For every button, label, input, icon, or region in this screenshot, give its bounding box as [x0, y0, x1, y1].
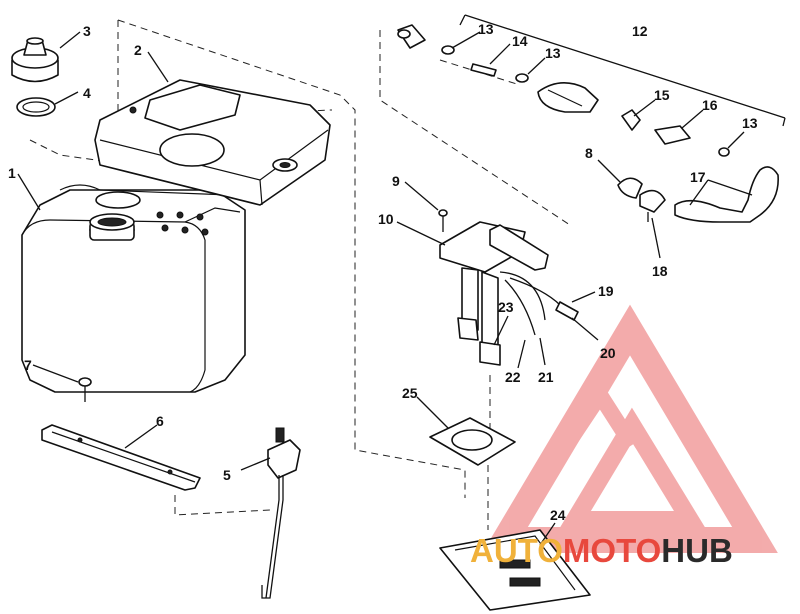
- tank-mounting-holes: [156, 211, 209, 236]
- callout-4: 4: [83, 85, 91, 101]
- callout-18: 18: [652, 263, 668, 279]
- logo-inner-triangle: [559, 407, 707, 529]
- callout-13-c: 13: [742, 115, 758, 131]
- callout-25: 25: [402, 385, 418, 401]
- mounting-bracket-part-6: [41, 424, 201, 491]
- callout-10: 10: [378, 211, 394, 227]
- fuel-gauge-part-5: [261, 427, 301, 599]
- leader-lines: [17, 31, 753, 546]
- plate-part-24: [439, 529, 591, 611]
- callout-17: 17: [690, 169, 706, 185]
- callout-7: 7: [24, 357, 32, 373]
- fuel-line-kit-part-12: [397, 14, 786, 223]
- tank-cover-part-2: [94, 79, 331, 206]
- cap-gasket-part-4: [16, 97, 56, 117]
- callout-3: 3: [83, 23, 91, 39]
- svg-text:AUTOMOTOHUB: AUTOMOTOHUB: [470, 532, 733, 569]
- callout-13-b: 13: [545, 45, 561, 61]
- watermark-text: AUTOMOTOHUB: [470, 532, 733, 569]
- callout-labels: 3 4 2 1 7 6 5 9 10 13 14 13 12 15 16 13 …: [8, 21, 758, 523]
- callout-13-a: 13: [478, 21, 494, 37]
- callout-14: 14: [512, 33, 528, 49]
- screw-part-7: [78, 377, 92, 402]
- screw-part-9: [438, 209, 448, 232]
- callout-2: 2: [134, 42, 142, 58]
- watermark-moto: MOTO: [563, 532, 661, 569]
- callout-6: 6: [156, 413, 164, 429]
- callout-9: 9: [392, 173, 400, 189]
- callout-20: 20: [600, 345, 616, 361]
- callout-22: 22: [505, 369, 521, 385]
- callout-16: 16: [702, 97, 718, 113]
- fuel-tank-part-1: [21, 184, 246, 393]
- callout-23: 23: [498, 299, 514, 315]
- callout-1: 1: [8, 165, 16, 181]
- callout-12: 12: [632, 23, 648, 39]
- callout-15: 15: [654, 87, 670, 103]
- watermark-hub: HUB: [661, 532, 733, 569]
- watermark-logo: [482, 304, 778, 553]
- callout-19: 19: [598, 283, 614, 299]
- logo-m-stroke: [553, 380, 639, 460]
- callout-21: 21: [538, 369, 554, 385]
- fuel-pickup-part-10: [439, 221, 579, 366]
- callout-5: 5: [223, 467, 231, 483]
- callout-24: 24: [550, 507, 566, 523]
- gasket-part-25: [429, 417, 516, 466]
- watermark-auto: AUTO: [470, 532, 563, 569]
- filler-cap-part-3: [11, 37, 59, 83]
- callout-8: 8: [585, 145, 593, 161]
